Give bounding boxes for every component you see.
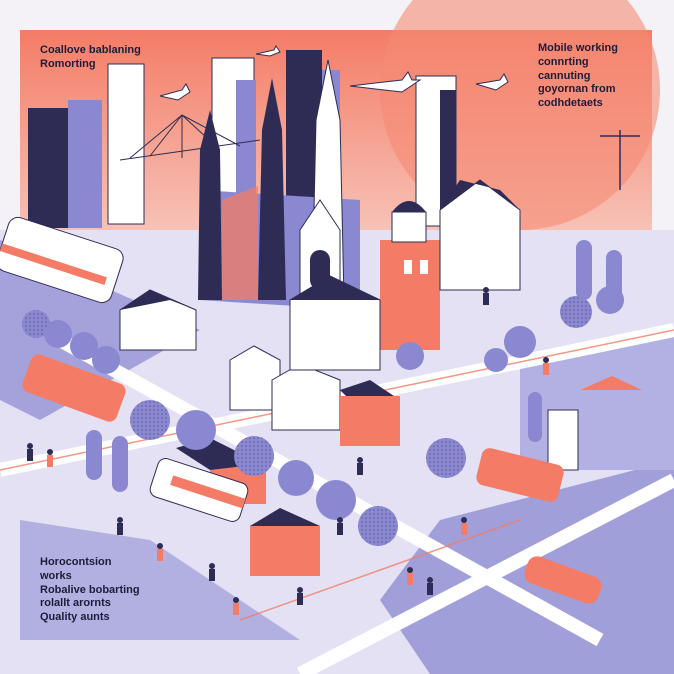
crane	[600, 130, 640, 190]
caption-line: codhdetaets	[537, 97, 603, 109]
caption-line: Quality aunts	[40, 611, 110, 623]
people	[27, 287, 549, 615]
caption-line: Romorting	[40, 57, 96, 70]
caption-line: Mobile working	[537, 42, 618, 54]
caption-bottom-left: Horocontsion works Robalive bobarting ro…	[40, 556, 140, 625]
trees	[22, 240, 624, 546]
caption-line: works	[40, 569, 72, 582]
clock-tower	[380, 201, 440, 350]
caption-line: connrting	[537, 55, 589, 68]
caption-line: rolallt arornts	[40, 597, 111, 610]
lower-left-plaza	[20, 520, 300, 640]
cathedral	[198, 59, 360, 310]
caption-line: Coallove bablaning	[40, 44, 141, 56]
caption-line: goyornan from	[537, 83, 616, 96]
caption-top-right: Mobile working connrting cannuting goyor…	[538, 42, 618, 111]
planes	[159, 45, 509, 101]
caption-line: Horocontsion	[40, 556, 112, 568]
caption-top-left: Coallove bablaning Romorting	[40, 44, 141, 72]
right-blocks	[547, 376, 642, 471]
caption-line: cannuting	[537, 69, 591, 82]
buses	[0, 216, 602, 604]
caption-line: Robalive bobarting	[40, 583, 140, 596]
